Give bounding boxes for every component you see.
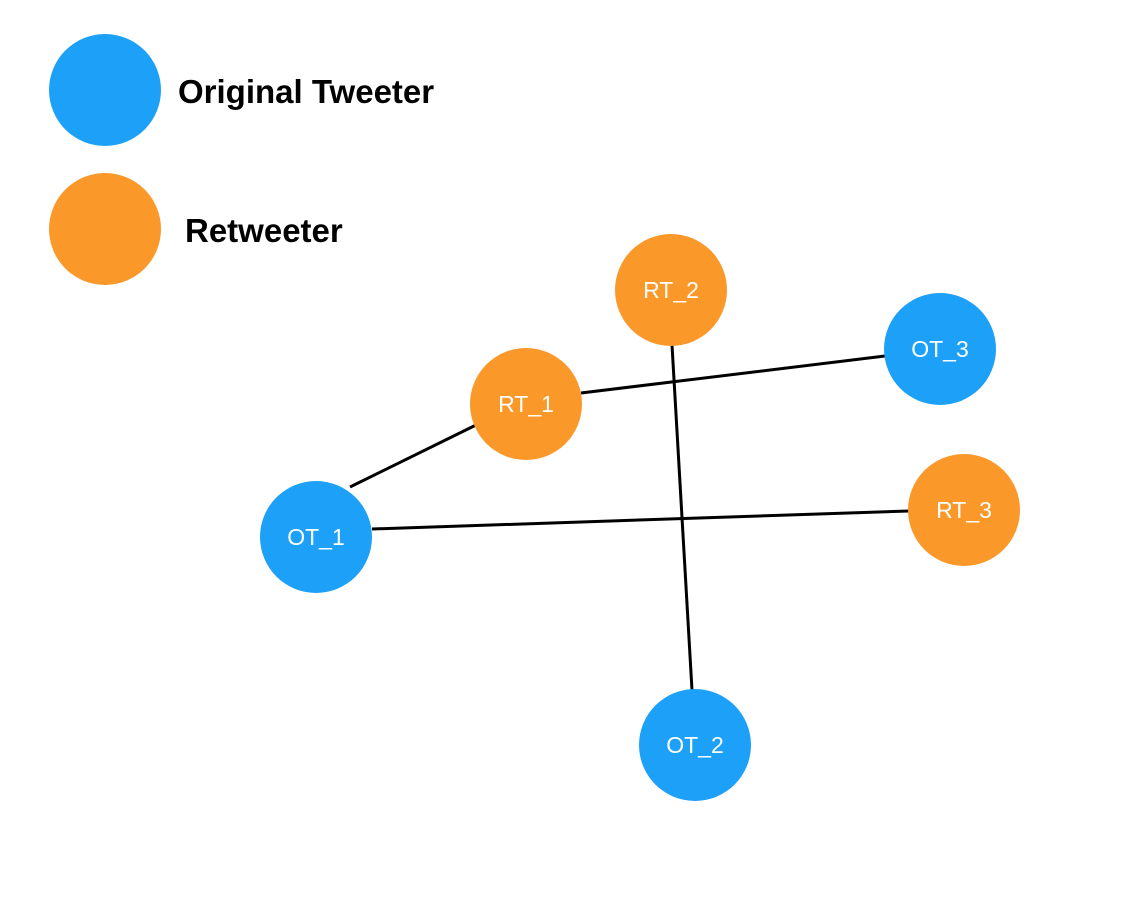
node-rt2-circle	[615, 234, 727, 346]
node-rt1-circle	[470, 348, 582, 460]
legend-retweeter-swatch	[49, 173, 161, 285]
edge-rt1-ot3	[580, 354, 886, 395]
node-ot1-label: OT_1	[287, 524, 345, 550]
legend-retweeter-label: Retweeter	[185, 212, 343, 249]
node-ot2-circle	[639, 689, 751, 801]
node-rt2-label: RT_2	[643, 277, 699, 303]
edge-ot1-rt3	[371, 509, 910, 531]
node-ot2[interactable]: OT_2	[639, 689, 751, 801]
edges	[349, 344, 910, 691]
node-ot3-label: OT_3	[911, 336, 969, 362]
node-ot3[interactable]: OT_3	[884, 293, 996, 405]
node-rt3[interactable]: RT_3	[908, 454, 1020, 566]
node-rt2[interactable]: RT_2	[615, 234, 727, 346]
node-rt1-label: RT_1	[498, 391, 554, 417]
nodes: RT_2 OT_3 RT_1 OT_1 RT_3 OT_2	[260, 234, 1020, 801]
legend-original-tweeter-label: Original Tweeter	[178, 73, 434, 110]
node-ot1[interactable]: OT_1	[260, 481, 372, 593]
legend-original-tweeter-swatch	[49, 34, 161, 146]
node-ot3-circle	[884, 293, 996, 405]
node-rt1[interactable]: RT_1	[470, 348, 582, 460]
edge-rt2-ot2	[670, 344, 694, 691]
edge-ot1-rt1	[349, 423, 477, 489]
node-ot1-circle	[260, 481, 372, 593]
node-rt3-label: RT_3	[936, 497, 992, 523]
node-ot2-label: OT_2	[666, 732, 724, 758]
node-rt3-circle	[908, 454, 1020, 566]
legend: Original Tweeter Retweeter	[49, 34, 434, 285]
